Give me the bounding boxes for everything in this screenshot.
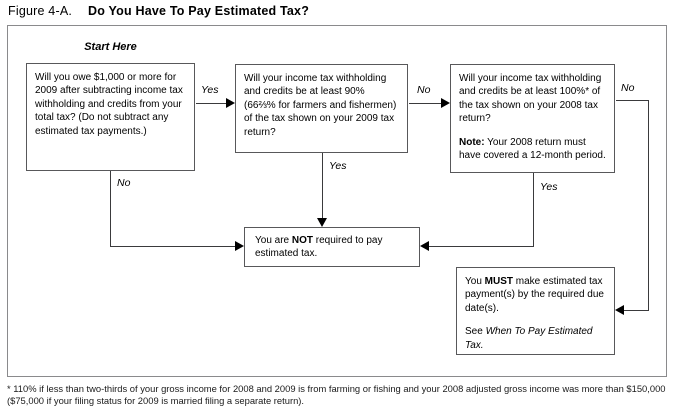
arrowhead-q3-yes-icon bbox=[420, 241, 429, 251]
figure-header: Figure 4-A. Do You Have To Pay Estimated … bbox=[8, 4, 309, 18]
figure-label: Figure 4-A. bbox=[8, 4, 73, 18]
arrowhead-q1-no-icon bbox=[235, 241, 244, 251]
connector-q1-no-line-horizontal bbox=[110, 246, 236, 247]
question-box-90-percent-text: Will your income tax withholding and cre… bbox=[244, 73, 397, 138]
result-box-must-pay: You MUST make estimated tax payment(s) b… bbox=[456, 267, 615, 355]
connector-q3-no-line-top bbox=[616, 100, 649, 101]
result-box-must-pay-text: You MUST make estimated tax payment(s) b… bbox=[465, 276, 604, 314]
result-box-must-pay-see: See When To Pay Estimated Tax. bbox=[465, 326, 593, 351]
question-box-100-percent-note: Note: Your 2008 return must have covered… bbox=[459, 136, 606, 162]
result-box-not-required: You are NOT required to pay estimated ta… bbox=[244, 227, 420, 267]
connector-q3-yes-line-vertical bbox=[533, 173, 534, 246]
connector-q3-no-line-vertical bbox=[648, 100, 649, 311]
arrowhead-q3-no-icon bbox=[615, 305, 624, 315]
edge-label-q3-no: No bbox=[621, 82, 635, 94]
arrowhead-q1-yes-icon bbox=[226, 98, 235, 108]
edge-label-q1-yes: Yes bbox=[201, 84, 219, 96]
note-label: Note: bbox=[459, 136, 485, 148]
edge-label-q1-no: No bbox=[117, 177, 131, 189]
connector-q3-yes-line-horizontal bbox=[428, 246, 534, 247]
question-box-owe-1000: Will you owe $1,000 or more for 2009 aft… bbox=[26, 63, 195, 171]
question-box-100-percent: Will your income tax withholding and cre… bbox=[450, 64, 615, 173]
question-box-90-percent: Will your income tax withholding and cre… bbox=[235, 64, 408, 153]
connector-q1-no-line-vertical bbox=[110, 171, 111, 246]
edge-label-q3-yes: Yes bbox=[540, 181, 558, 193]
question-box-100-percent-text: Will your income tax withholding and cre… bbox=[459, 73, 602, 125]
connector-q2-no-line bbox=[409, 103, 442, 104]
start-here-label: Start Here bbox=[84, 41, 137, 53]
connector-q3-no-line-bottom bbox=[623, 310, 649, 311]
edge-label-q2-yes: Yes bbox=[329, 160, 347, 172]
question-box-owe-1000-text: Will you owe $1,000 or more for 2009 aft… bbox=[35, 72, 183, 137]
figure-title: Do You Have To Pay Estimated Tax? bbox=[88, 4, 310, 18]
connector-q2-yes-line bbox=[322, 153, 323, 219]
arrowhead-q2-no-icon bbox=[441, 98, 450, 108]
connector-q1-yes-line bbox=[196, 103, 227, 104]
edge-label-q2-no: No bbox=[417, 84, 431, 96]
footnote: * 110% if less than two-thirds of your g… bbox=[7, 383, 666, 406]
arrowhead-q2-yes-icon bbox=[317, 218, 327, 227]
